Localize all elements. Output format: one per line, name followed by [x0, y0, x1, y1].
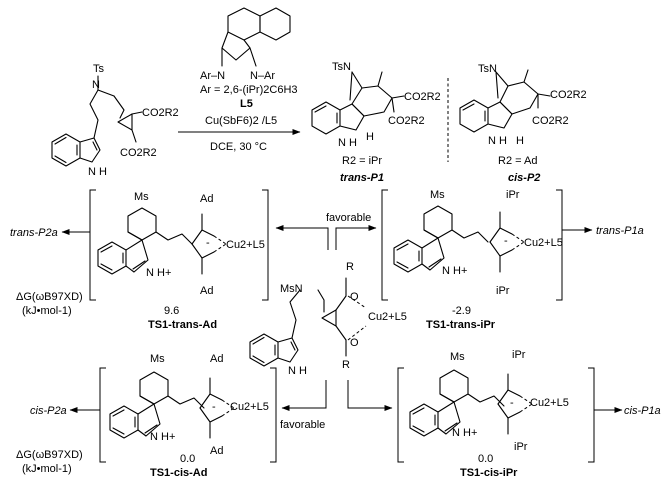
label-cis-p2a: cis-P2a	[30, 405, 67, 417]
ts1-cis-ipr-group-bottom: iPr	[514, 441, 528, 453]
ts1-trans-ipr-cu: Cu2+L5	[524, 237, 563, 249]
central-cu-label: Cu2+L5	[368, 311, 407, 323]
trans-p1-h: H	[366, 131, 374, 143]
trans-p1-ester-1: CO2R2	[404, 91, 441, 103]
ts1-cis-ad-cu: Cu2+L5	[230, 401, 269, 413]
label-favorable-bottom: favorable	[280, 419, 325, 431]
trans-p1-r-note: R2 = iPr	[342, 155, 382, 167]
arrow-center-to-ts1-trans-ad	[275, 225, 329, 250]
trans-p1-ts-label: TsN	[332, 61, 351, 73]
ts1-trans-ad-group-top: Ad	[200, 193, 213, 205]
ts1-cis-ipr-name: TS1-cis-iPr	[460, 467, 518, 479]
ts1-cis-ad-group-bottom: Ad	[210, 445, 223, 457]
arrow-center-to-ts1-cis-ipr	[347, 380, 393, 411]
ts1-trans-ad-energy: 9.6	[164, 305, 179, 317]
ts1-trans-ad-structure: Ms Ad Ad Cu2+L5 N H+ - 9.6 TS1-trans-Ad	[89, 189, 269, 331]
ts1-cis-ipr-nh: N H+	[452, 427, 477, 439]
bracket-right	[588, 367, 595, 463]
central-o1: O	[350, 291, 359, 303]
substrate-structure: Ts N CO2R2 CO2R2 N H	[51, 63, 179, 178]
central-ms-label: MsN	[280, 283, 303, 295]
cis-p2-ester-2: CO2R2	[532, 115, 569, 127]
ts1-cis-ipr-ms: Ms	[450, 351, 465, 363]
energy-label-lower-1: ΔG(ωB97XD)	[16, 449, 83, 461]
label-cis-p1a: cis-P1a	[624, 405, 661, 417]
ligand-l5-structure: Ar–N N–Ar Ar = 2,6-(iPr)2C6H3 L5	[200, 7, 298, 110]
ts1-cis-ipr-cu: Cu2+L5	[530, 397, 569, 409]
cis-p2-h: H	[516, 135, 524, 147]
trans-p1-name: trans-P1	[340, 172, 384, 184]
substrate-n-label: N	[92, 79, 100, 91]
ts1-trans-ipr-structure: Ms iPr iPr Cu2+L5 N H+ - -2.9 TS1-trans-…	[381, 189, 563, 331]
arrow-center-to-ts1-cis-ad	[281, 380, 327, 411]
central-r-bottom: R	[342, 359, 350, 371]
ts1-trans-ipr-minus: -	[504, 235, 508, 247]
ts1-trans-ipr-group-bottom: iPr	[496, 285, 510, 297]
ts1-trans-ad-group-bottom: Ad	[200, 285, 213, 297]
ester-label-1: CO2R2	[142, 107, 179, 119]
conditions-label: DCE, 30 °C	[210, 141, 267, 153]
ts1-trans-ipr-ms: Ms	[430, 189, 445, 201]
label-trans-p2a: trans-P2a	[10, 227, 58, 239]
bracket-left	[397, 367, 404, 463]
ts1-cis-ipr-structure: Ms iPr iPr Cu2+L5 N H+ - 0.0 TS1-cis-iPr	[397, 349, 595, 479]
bracket-right	[262, 189, 269, 301]
ts1-trans-ipr-name: TS1-trans-iPr	[426, 319, 496, 331]
ts1-trans-ipr-nh: N H+	[442, 265, 467, 277]
bracket-right	[556, 189, 563, 301]
indole-nh-label: N H	[88, 166, 107, 178]
central-r-top: R	[346, 261, 354, 273]
ts1-trans-ipr-energy: -2.9	[452, 305, 471, 317]
bracket-left	[99, 367, 106, 463]
ts1-cis-ipr-minus: -	[510, 397, 514, 409]
cis-p2-ester-1: CO2R2	[550, 89, 587, 101]
ts1-trans-ad-nh: N H+	[146, 267, 171, 279]
product-trans-p1: TsN CO2R2 CO2R2 N H H R2 = iPr trans-P1	[311, 61, 441, 184]
cis-p2-nh: N H	[488, 135, 507, 147]
ts-group-label: Ts	[93, 63, 105, 75]
catalyst-label: Cu(SbF6)2 /L5	[205, 115, 277, 127]
ester-label-2: CO2R2	[120, 147, 157, 159]
bracket-left	[89, 189, 96, 301]
product-cis-p2: TsN CO2R2 CO2R2 N H H R2 = Ad cis-P2	[459, 63, 587, 184]
ts1-cis-ad-nh: N H+	[150, 431, 175, 443]
ts1-trans-ad-cu: Cu2+L5	[226, 239, 265, 251]
ts1-cis-ad-group-top: Ad	[210, 353, 223, 365]
bracket-right	[270, 367, 277, 463]
energy-label-upper-1: ΔG(ωB97XD)	[16, 291, 83, 303]
ts1-trans-ad-minus: -	[206, 237, 210, 249]
ts1-cis-ad-name: TS1-cis-Ad	[150, 467, 207, 479]
trans-p1-nh: N H	[338, 137, 357, 149]
ts1-cis-ad-minus: -	[212, 401, 216, 413]
trans-p1-ester-2: CO2R2	[388, 115, 425, 127]
energy-label-lower-2: (kJ•mol-1)	[22, 463, 72, 475]
cis-p2-ts-label: TsN	[478, 63, 497, 75]
cis-p2-name: cis-P2	[508, 172, 540, 184]
ligand-right-n: N–Ar	[250, 70, 275, 82]
bracket-left	[381, 189, 388, 301]
central-cu-complex: MsN R R O O Cu2+L5 N H	[249, 261, 407, 377]
ts1-trans-ad-ms: Ms	[134, 191, 149, 203]
ts1-cis-ipr-energy: 0.0	[478, 453, 493, 465]
ts1-cis-ad-energy: 0.0	[180, 453, 195, 465]
ts1-trans-ad-name: TS1-trans-Ad	[148, 319, 217, 331]
ligand-left-n: Ar–N	[200, 70, 225, 82]
central-nh-label: N H	[288, 365, 307, 377]
arrow-center-to-ts1-trans-ipr	[335, 225, 377, 250]
label-trans-p1a: trans-P1a	[596, 225, 644, 237]
ar-definition: Ar = 2,6-(iPr)2C6H3	[200, 84, 298, 96]
energy-label-upper-2: (kJ•mol-1)	[22, 305, 72, 317]
ligand-label: L5	[240, 98, 253, 110]
ts1-trans-ipr-group-top: iPr	[506, 189, 520, 201]
ts1-cis-ipr-group-top: iPr	[512, 349, 526, 361]
cis-p2-r-note: R2 = Ad	[498, 155, 537, 167]
ts1-cis-ad-structure: Ms Ad Ad Cu2+L5 N H+ - 0.0 TS1-cis-Ad	[99, 353, 277, 479]
ts1-cis-ad-ms: Ms	[150, 353, 165, 365]
central-o2: O	[350, 337, 359, 349]
label-favorable-top: favorable	[326, 212, 371, 224]
